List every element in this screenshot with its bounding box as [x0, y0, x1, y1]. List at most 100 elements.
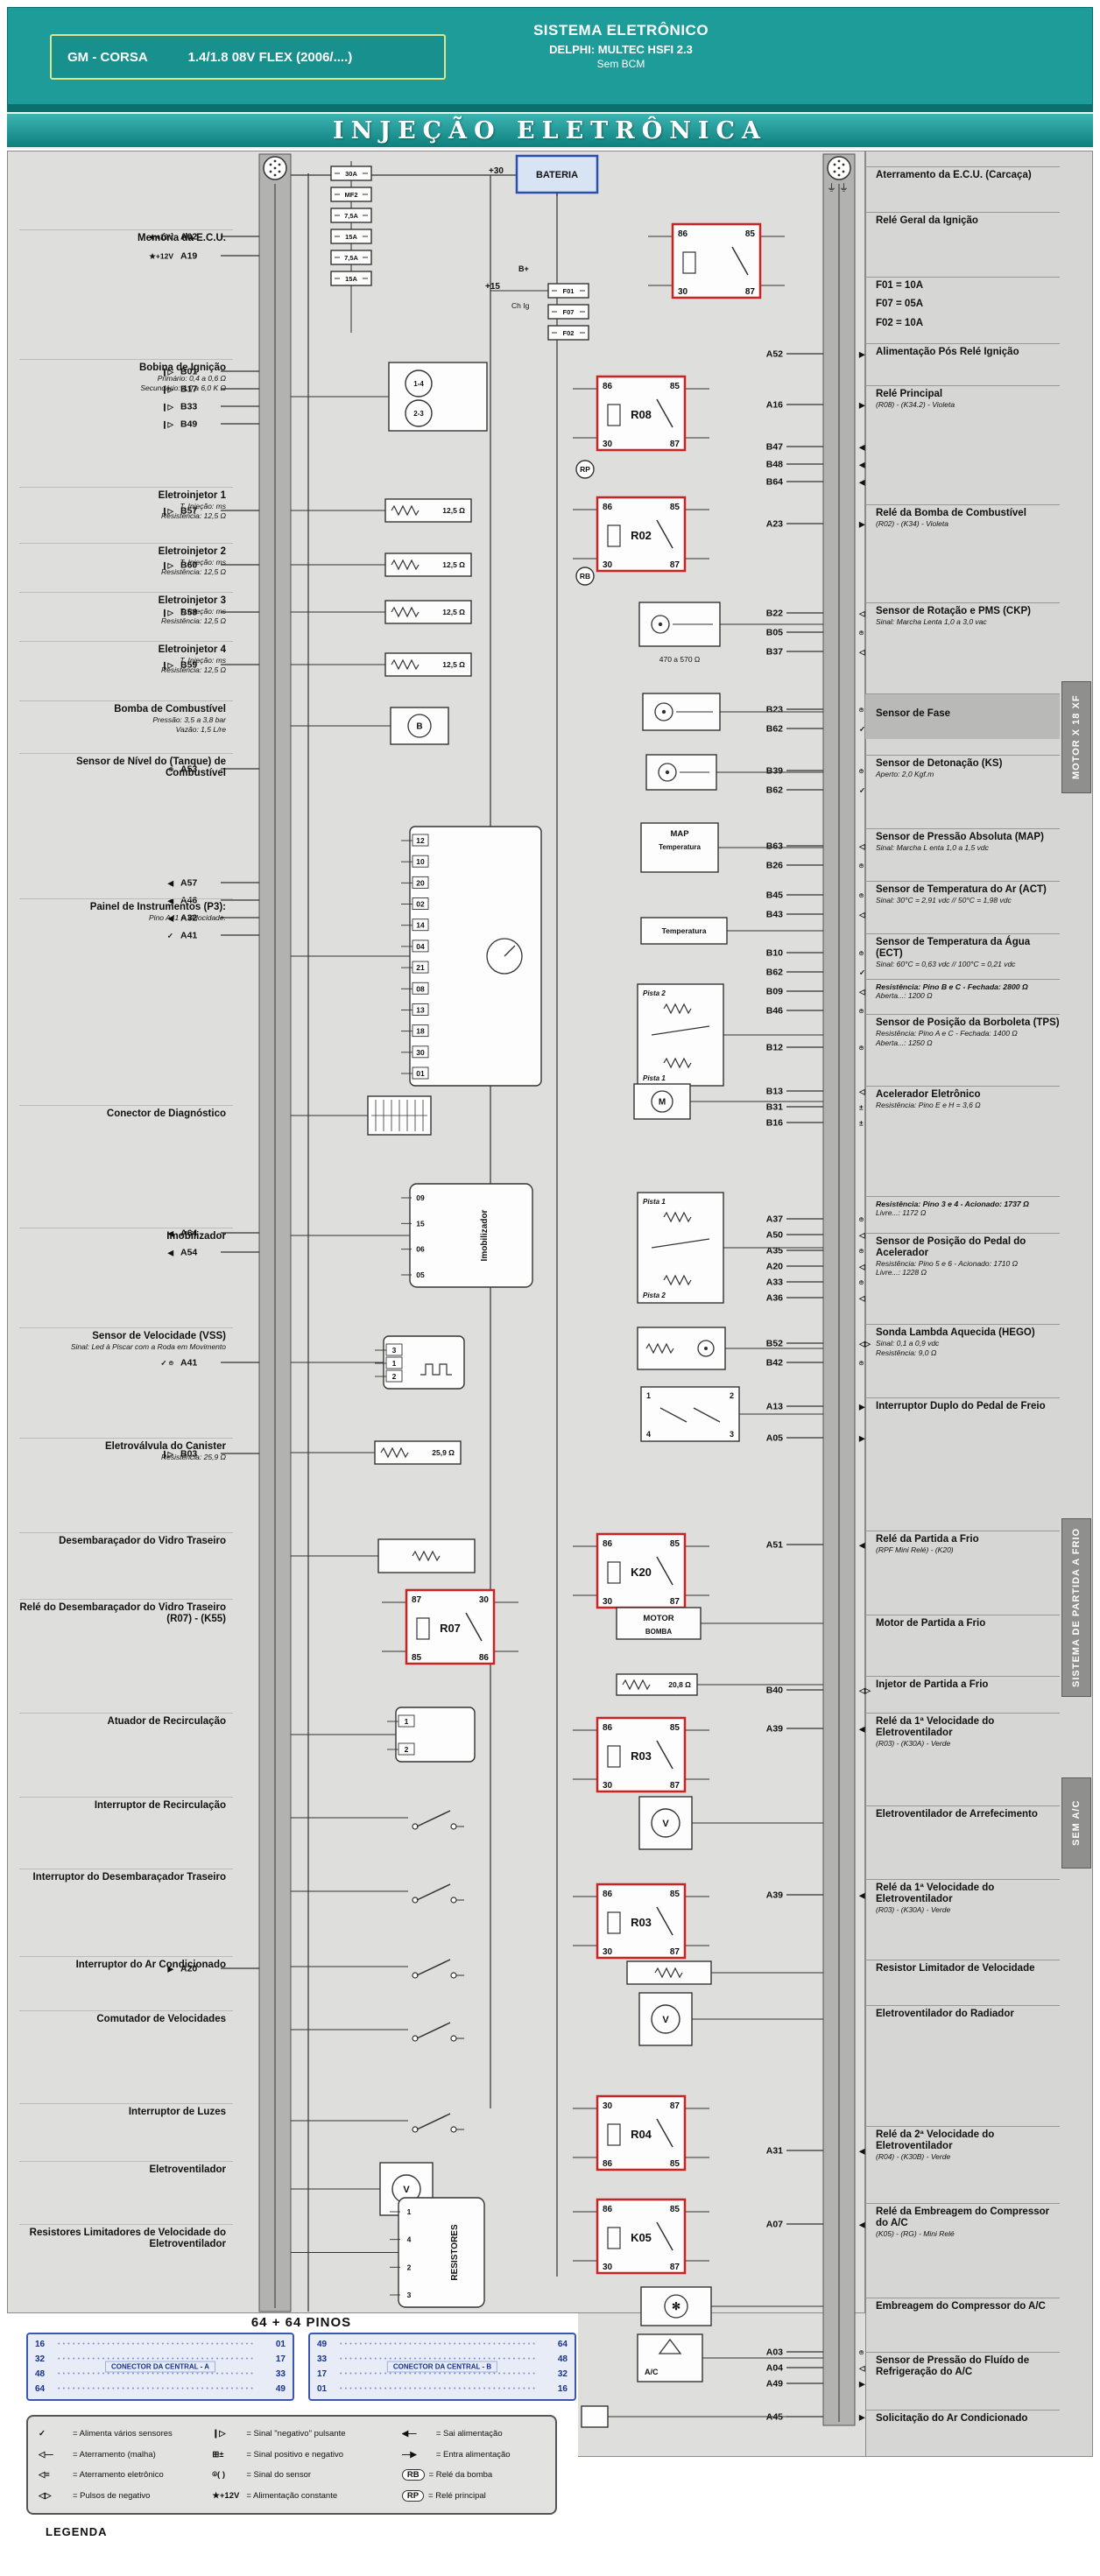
component-sublabel: Livre...: 1228 Ω	[876, 1268, 927, 1277]
legend-text: = Sai alimentação	[435, 2429, 503, 2439]
component-sublabel: Resistência: 12,5 Ω	[160, 616, 226, 625]
component-sublabel: Resistência: 12,5 Ω	[160, 567, 226, 576]
right-label-row: Relé da Bomba de Combustível(R02) - (K34…	[865, 504, 1060, 531]
component-label: Interruptor de Luzes	[128, 2107, 226, 2117]
component-label: Sensor de Temperatura da Água (ECT)	[876, 937, 1031, 959]
legend-text: = Aterramento eletrônico	[73, 2470, 164, 2481]
component-label: Relé da 1ª Velocidade do Eletroventilado…	[876, 1716, 995, 1738]
component-sublabel: Resistência: Pino A e C - Fechada: 1400 …	[876, 1028, 1018, 1038]
component-sublabel: Aperto: 2,0 Kgf.m	[876, 769, 934, 778]
left-label-row: Interruptor do Ar Condicionado	[19, 1956, 233, 1973]
pin-number: 16	[35, 2340, 46, 2349]
left-label-row: Interruptor do Desembaraçador Traseiro	[19, 1869, 233, 1885]
connector-pin-row: 33••••••••••••••••••••••••••••••••••••••…	[317, 2353, 568, 2366]
component-sublabel: Pino A41 = Velocidade.	[149, 912, 226, 922]
legend-text: = Alimenta vários sensores	[73, 2429, 173, 2439]
component-sublabel: (RPF Mini Relé) - (K20)	[876, 1545, 954, 1554]
right-label-row: Relé da 1ª Velocidade do Eletroventilado…	[865, 1713, 1060, 1749]
system-title: SISTEMA ELETRÔNICO	[532, 22, 709, 39]
legend-item: ⊞±= Sinal positivo e negativo	[212, 2445, 394, 2466]
connector-pin-row: 17••••••••••••••••••••••••••••••••••••••…	[317, 2368, 568, 2381]
component-label: Eletroinjetor 4	[158, 644, 226, 655]
pin-number: 48	[35, 2369, 46, 2379]
component-label: Relé Geral da Ignição	[876, 215, 978, 226]
right-label-row: Eletroventilador do Radiador	[865, 2005, 1060, 2022]
right-label-row: Relé Principal(R08) - (K34.2) - Violeta	[865, 385, 1060, 412]
component-sublabel: Aberta...: 1250 Ω	[876, 1038, 933, 1047]
legend-symbol: ★+12V	[212, 2490, 240, 2501]
system-note: Sem BCM	[596, 58, 645, 70]
pin-number: 01	[275, 2340, 286, 2349]
pin-number: 49	[317, 2340, 328, 2349]
legend-text: = Aterramento (malha)	[73, 2449, 156, 2460]
right-label-row: Solicitação do Ar Condicionado	[865, 2410, 1060, 2426]
model-name: GM - CORSA	[67, 49, 148, 65]
pin-number: 01	[317, 2384, 328, 2394]
side-band: SISTEMA DE PARTIDA A FRIO	[1061, 1518, 1091, 1697]
component-sublabel: Resistência: 9,0 Ω	[876, 1348, 937, 1357]
component-label: Bobina de Ignição	[138, 362, 226, 373]
connector-pin-row: 64 ••••••••••••••••••••••••••••••••••••••…	[35, 2382, 286, 2396]
component-sublabel: (R03) - (K30A) - Verde	[876, 1738, 951, 1748]
legend-text: = Relé da bomba	[428, 2470, 493, 2481]
diagram-background-lower	[578, 2313, 865, 2457]
connector-pin-row: 16••••••••••••••••••••••••••••••••••••••…	[35, 2338, 286, 2351]
legend-symbol: ⊞±	[212, 2449, 224, 2460]
legend-text: = Pulsos de negativo	[73, 2490, 151, 2501]
component-label: Atuador de Recirculação	[107, 1716, 226, 1727]
right-label-row: Aterramento da E.C.U. (Carcaça)	[865, 166, 1060, 183]
component-label: Sonda Lambda Aquecida (HEGO)	[876, 1327, 1035, 1338]
pin-holes: ••••••••••••••••••••••••••••••••••••••••	[340, 2356, 539, 2362]
system-subtitle: DELPHI: MULTEC HSFI 2.3	[549, 43, 693, 56]
legend-item: RB= Relé da bomba	[401, 2465, 545, 2486]
component-sublabel: Vazão: 1,5 L/re	[175, 724, 226, 734]
component-label: Painel de Instrumentos (P3):	[89, 902, 226, 912]
component-sublabel: Primário: 0,4 a 0,6 Ω	[157, 373, 226, 383]
right-label-row: Sonda Lambda Aquecida (HEGO)Sinal: 0,1 a…	[865, 1324, 1060, 1359]
right-panel-background	[865, 151, 1093, 2457]
component-sublabel: Sinal: Led à Piscar com a Roda em Movime…	[70, 1341, 226, 1351]
right-label-row: Sensor de Temperatura do Ar (ACT)Sinal: …	[865, 881, 1060, 907]
right-label-row: Resistência: Pino 3 e 4 - Acionado: 1737…	[865, 1196, 1060, 1220]
page-title: INJEÇÃO ELETRÔNICA	[333, 116, 767, 144]
pin-number: 64	[35, 2384, 46, 2394]
pin-number: 33	[275, 2369, 286, 2379]
right-label-row: Alimentação Pós Relé Ignição	[865, 343, 1060, 360]
connector-name: CONECTOR DA CENTRAL - B	[386, 2361, 498, 2373]
pin-holes: ••••••••••••••••••••••••••••••••••••••••	[58, 2386, 257, 2392]
pin-holes: ••••••••••••••••••••••••••••••••••••••••	[340, 2371, 539, 2377]
component-sublabel: (K05) - (RG) - Mini Relé	[876, 2228, 955, 2238]
right-label-row: Sensor de Rotação e PMS (CKP)Sinal: Marc…	[865, 602, 1060, 629]
component-label: Relé da Bomba de Combustível	[876, 508, 1026, 518]
component-label: Alimentação Pós Relé Ignição	[876, 347, 1019, 357]
component-label: Aterramento da E.C.U. (Carcaça)	[876, 170, 1032, 180]
legend-symbol: ❙▷	[212, 2429, 226, 2439]
component-label: Sensor de Temperatura do Ar (ACT)	[876, 884, 1047, 895]
header-divider	[7, 105, 1093, 112]
legend-symbol: —▶	[401, 2449, 417, 2460]
pin-number: 49	[275, 2384, 286, 2394]
component-label: Eletroinjetor 1	[158, 490, 226, 501]
legend-item: ⌾( )= Sinal do sensor	[212, 2465, 394, 2486]
pin-number: 48	[557, 2354, 568, 2364]
component-label: Bomba de Combustível	[114, 704, 226, 714]
component-label: Relé da 1ª Velocidade do Eletroventilado…	[876, 1883, 995, 1904]
component-sublabel: Resistência: Pino E e H = 3,6 Ω	[876, 1100, 981, 1109]
component-sublabel: (R04) - (K30B) - Verde	[876, 2151, 951, 2161]
left-label-row: Sensor de Nível do (Tanque) de Combustív…	[19, 753, 233, 781]
component-label: Comutador de Velocidades	[96, 2014, 226, 2024]
left-label-row: Interruptor de Luzes	[19, 2103, 233, 2120]
component-label: Relé da 2ª Velocidade do Eletroventilado…	[876, 2129, 995, 2151]
right-label-row: Sensor de Posição do Pedal do Acelerador…	[865, 1233, 1060, 1279]
pin-number: 32	[35, 2354, 46, 2364]
pin-number: 32	[557, 2369, 568, 2379]
connector-pin-row: 32••••••••••••••••••••••••••••••••••••••…	[35, 2353, 286, 2366]
component-label: Motor de Partida a Frio	[876, 1618, 986, 1629]
left-label-row: Painel de Instrumentos (P3):Pino A41 = V…	[19, 898, 233, 925]
right-label-row: Motor de Partida a Frio	[865, 1615, 1060, 1631]
right-label-row: Relé da 1ª Velocidade do Eletroventilado…	[865, 1879, 1060, 1916]
